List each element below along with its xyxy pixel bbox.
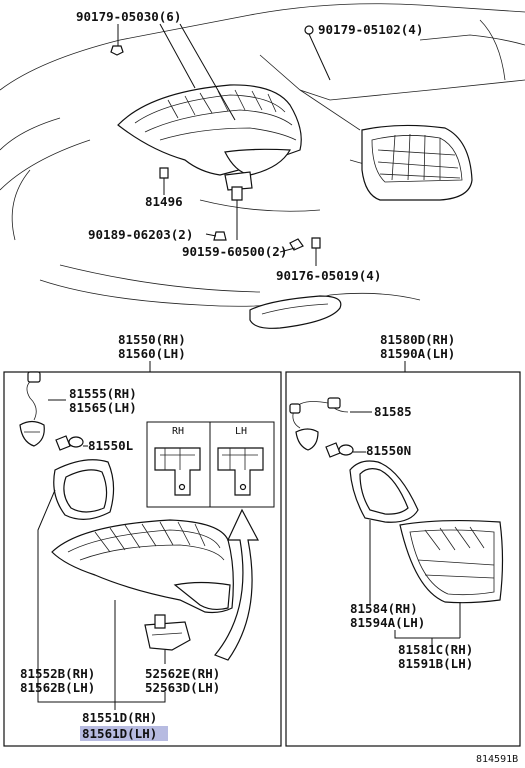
callout-gasket-rh: 81552B(RH): [20, 666, 95, 681]
right-assembly-box: [285, 371, 521, 747]
gasket-right-icon: [349, 460, 419, 523]
inner-lamp-illustration: [361, 124, 473, 201]
callout-bracket-rh: 52562E(RH): [145, 666, 220, 681]
group-left-rh: 81550(RH): [118, 332, 186, 347]
bracket-detail-lh-icon: [217, 447, 264, 496]
callout-gasket-right-rh: 81584(RH): [350, 601, 418, 616]
leader-lines-top: [117, 23, 331, 266]
callout-lens-right-rh: 81581C(RH): [398, 642, 473, 657]
callout-bulb-right: 81550N: [366, 443, 411, 458]
inset-lh-label: LH: [235, 426, 247, 437]
callout-clip: 81496: [145, 194, 183, 209]
left-assembly-box: [3, 371, 282, 747]
callout-socket-lh: 81565(LH): [69, 400, 137, 415]
leader-lines-left-box: [37, 489, 166, 710]
bracket-detail-rh-icon: [154, 447, 201, 496]
inset-rh-label: RH: [172, 426, 184, 437]
socket-wire-right-icon: [289, 397, 349, 451]
callout-top-bolt-right: 90179-05102(4): [318, 22, 423, 37]
gasket-left-icon: [53, 459, 115, 520]
install-direction-arrow-icon: [214, 508, 259, 661]
bulb-left-icon: [55, 435, 84, 451]
lens-left-icon: [51, 519, 234, 614]
leader-lines-right-box: [369, 520, 461, 645]
highlight-selected-part: [80, 726, 168, 741]
callout-socket-right: 81585: [374, 404, 412, 419]
callout-gasket-lh: 81562B(LH): [20, 680, 95, 695]
callout-gasket-right-lh: 81594A(LH): [350, 615, 425, 630]
taillight-main-illustration: [117, 84, 302, 191]
callout-bulb-left: 81550L: [88, 438, 134, 453]
callout-lens-right-lh: 81591B(LH): [398, 656, 473, 671]
callout-bracket-lh: 52563D(LH): [145, 680, 220, 695]
callout-top-bolt-left: 90179-05030(6): [76, 9, 181, 24]
fastener-icons: [110, 25, 321, 251]
callout-nut-left: 90189-06203(2): [88, 227, 193, 242]
callout-lens-lh-selected[interactable]: 81561D(LH): [82, 726, 157, 741]
vehicle-body-illustration: [0, 3, 525, 329]
callout-lens-rh: 81551D(RH): [82, 710, 157, 725]
callout-socket-rh: 81555(RH): [69, 386, 137, 401]
callout-nut-right: 90176-05019(4): [276, 268, 381, 283]
bulb-right-icon: [325, 442, 354, 458]
group-left-lh: 81560(LH): [118, 346, 186, 361]
socket-wire-left-icon: [19, 371, 45, 447]
group-right-lh: 81590A(LH): [380, 346, 455, 361]
bracket-left-icon: [144, 614, 191, 651]
figure-id: 814591B: [476, 754, 518, 765]
group-right-rh: 81580D(RH): [380, 332, 455, 347]
lens-right-icon: [399, 519, 504, 604]
callout-screw-center: 90159-60500(2): [182, 244, 287, 259]
